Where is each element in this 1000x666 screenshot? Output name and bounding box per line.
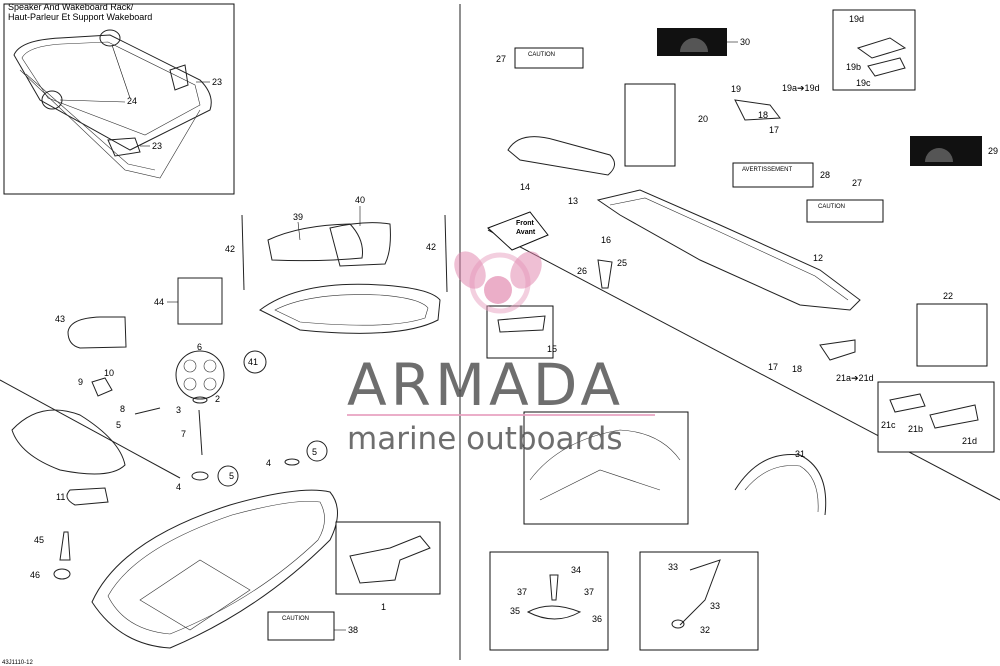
watermark-brand: ARMADA (347, 351, 624, 419)
callout-17-top: 17 (769, 125, 779, 135)
callout-17-bottom: 17 (768, 362, 778, 372)
callout-28: 28 (820, 170, 830, 180)
callout-6: 6 (197, 342, 202, 352)
callout-19a-19d: 19a➔19d (782, 83, 820, 93)
callout-37-left: 37 (517, 587, 527, 597)
callout-5-left: 5 (116, 420, 121, 430)
callout-12: 12 (813, 253, 823, 263)
callout-26: 26 (577, 266, 587, 276)
callout-3: 3 (176, 405, 181, 415)
inset-title-line1: Speaker And Wakeboard Rack/ (8, 2, 134, 12)
decal-caution-right: CAUTION (818, 204, 845, 210)
callout-34: 34 (571, 565, 581, 575)
decal-warning: AVERTISSEMENT (742, 167, 792, 173)
callout-21c: 21c (881, 420, 896, 430)
callout-35: 35 (510, 606, 520, 616)
callout-44: 44 (154, 297, 164, 307)
armada-watermark: ARMADA marine outboards (347, 251, 655, 457)
decal-caution-top: CAUTION (528, 52, 555, 58)
callout-43: 43 (55, 314, 65, 324)
callout-13: 13 (568, 196, 578, 206)
callout-10: 10 (104, 368, 114, 378)
callout-23-top: 23 (212, 77, 222, 87)
callout-5-mid: 5 (229, 471, 234, 481)
callout-33-right: 33 (710, 601, 720, 611)
callout-21a-21d: 21a➔21d (836, 373, 874, 383)
callout-36: 36 (592, 614, 602, 624)
callout-19d: 19d (849, 14, 864, 24)
speaker-rack-inset: Speaker And Wakeboard Rack/ Haut-Parleur… (3, 2, 235, 195)
callout-19b: 19b (846, 62, 861, 72)
callout-42-left: 42 (225, 244, 235, 254)
callout-16: 16 (601, 235, 611, 245)
callout-40: 40 (355, 195, 365, 205)
callout-5-right: 5 (312, 447, 317, 457)
callout-18-bottom: 18 (792, 364, 802, 374)
callout-18-top: 18 (758, 110, 768, 120)
callout-21b: 21b (908, 424, 923, 434)
callout-27-right: 27 (852, 178, 862, 188)
callout-7: 7 (181, 429, 186, 439)
callout-21d: 21d (962, 436, 977, 446)
callout-19c: 19c (856, 78, 871, 88)
callout-8: 8 (120, 404, 125, 414)
watermark-tagline: marine outboards (347, 421, 623, 457)
callout-29: 29 (988, 146, 998, 156)
callout-27-top: 27 (496, 54, 506, 64)
callout-32: 32 (700, 625, 710, 635)
callout-19: 19 (731, 84, 741, 94)
callout-38: 38 (348, 625, 358, 635)
callout-46: 46 (30, 570, 40, 580)
section-dividers (0, 4, 1000, 660)
callout-33-top: 33 (668, 562, 678, 572)
inset-title-line2: Haut-Parleur Et Support Wakeboard (8, 12, 152, 22)
callout-15: 15 (547, 344, 557, 354)
callout-42-right: 42 (426, 242, 436, 252)
callout-2: 2 (215, 394, 220, 404)
decal-caution-bottom: CAUTION (282, 616, 309, 622)
callout-20: 20 (698, 114, 708, 124)
front-label-line2: Avant (516, 229, 536, 236)
callout-39: 39 (293, 212, 303, 222)
callout-1: 1 (381, 602, 386, 612)
callout-4-right: 4 (266, 458, 271, 468)
front-label-line1: Front (516, 220, 535, 227)
callout-4-left: 4 (176, 482, 181, 492)
footer-code: 43J1110-12 (2, 660, 33, 666)
callout-41: 41 (248, 357, 258, 367)
callout-37-right: 37 (584, 587, 594, 597)
callout-31: 31 (795, 449, 805, 459)
right-parts: CAUTION 27 30 20 14 19 18 17 19a➔19d 19d… (486, 9, 998, 651)
propeller-logo (454, 251, 542, 314)
callout-25: 25 (617, 258, 627, 268)
callout-11: 11 (56, 492, 65, 502)
callout-23-bottom: 23 (152, 141, 162, 151)
callout-45: 45 (34, 535, 44, 545)
callout-22: 22 (943, 291, 953, 301)
callout-24: 24 (127, 96, 137, 106)
callout-30: 30 (740, 37, 750, 47)
left-parts: 39 40 42 42 44 43 6 41 2 3 7 9 10 8 5 11 (11, 195, 448, 649)
callout-9: 9 (78, 377, 83, 387)
callout-14: 14 (520, 182, 530, 192)
